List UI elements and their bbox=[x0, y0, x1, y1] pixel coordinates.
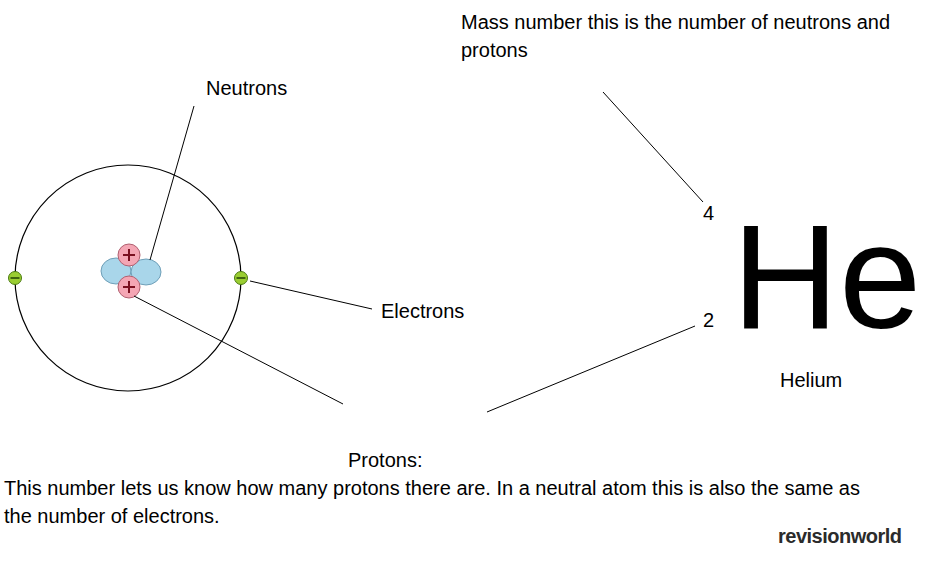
electron-shell bbox=[15, 165, 241, 391]
mass-number: 4 bbox=[703, 199, 714, 227]
leader-line bbox=[150, 106, 194, 260]
callout-note: Mass number this is the number of neutro… bbox=[461, 8, 911, 64]
atomic-number: 2 bbox=[703, 306, 714, 334]
part-name: Neutrons bbox=[206, 74, 287, 102]
leader-line bbox=[250, 281, 372, 309]
electron-symbol bbox=[235, 272, 248, 285]
callout-note: This number lets us know how many proton… bbox=[4, 474, 864, 530]
electrons bbox=[9, 272, 248, 285]
element-name: Helium bbox=[780, 366, 842, 394]
part-name: Electrons bbox=[381, 297, 464, 325]
plus-sign bbox=[123, 249, 135, 261]
callout-heading: Protons: bbox=[348, 446, 422, 474]
minus-sign bbox=[11, 277, 20, 279]
leader-line bbox=[603, 92, 703, 202]
proton-symbol bbox=[118, 244, 140, 266]
electron-symbol bbox=[9, 272, 22, 285]
leader-lines bbox=[134, 92, 703, 412]
element-symbol: He bbox=[732, 203, 921, 351]
leader-line bbox=[134, 296, 343, 404]
watermark: revisionworld bbox=[778, 522, 902, 550]
proton-symbol bbox=[118, 276, 140, 298]
leader-line bbox=[487, 326, 695, 412]
minus-sign bbox=[237, 277, 246, 279]
plus-sign bbox=[123, 281, 135, 293]
